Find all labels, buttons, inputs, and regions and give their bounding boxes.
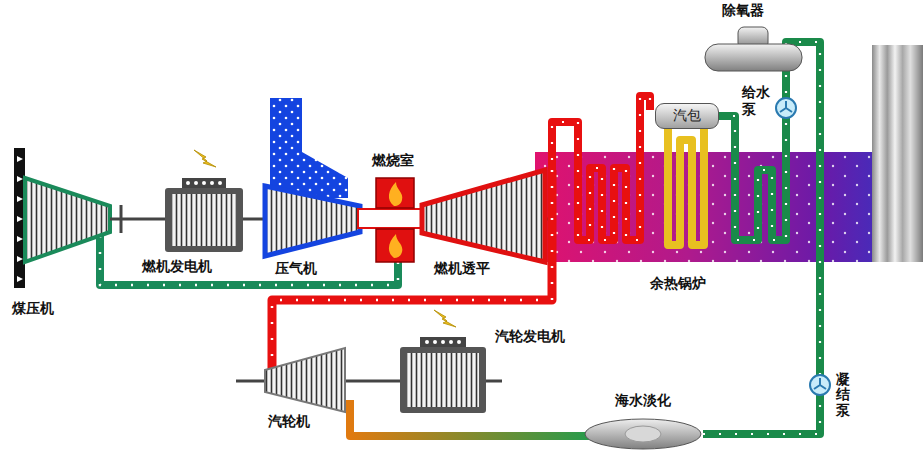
part-label: 燃烧室 <box>372 152 414 170</box>
condensate-pump <box>810 375 830 395</box>
hot-gas-duct <box>358 209 424 228</box>
part-label: 燃机发电机 <box>142 258 212 276</box>
pipe-dots <box>703 42 820 434</box>
pump-fan <box>780 101 792 112</box>
part-label: 煤压机 <box>12 300 54 318</box>
generator-bolts <box>425 340 461 344</box>
feed-pump <box>776 98 796 118</box>
compressor-base <box>14 148 25 288</box>
generator-body <box>165 188 243 252</box>
vessel-shell <box>585 419 701 449</box>
flame <box>389 182 402 206</box>
stack <box>872 45 923 262</box>
evaporator-coil <box>668 125 704 245</box>
generator-coil <box>407 353 479 407</box>
deaerator-tank <box>705 44 802 71</box>
steam-turbine <box>265 348 345 412</box>
water-pipe <box>703 42 820 434</box>
part-label: 余热锅炉 <box>650 275 706 293</box>
air-intake <box>270 98 348 198</box>
part-label: 汽轮机 <box>268 413 310 431</box>
hrsg-sparkle <box>535 152 872 262</box>
generator-top <box>182 178 226 188</box>
part-label: 汽轮发电机 <box>495 328 565 346</box>
part-label: 凝结泵 <box>836 372 850 418</box>
pipe-dots <box>552 96 650 240</box>
node-text: 汽包 <box>666 107 708 125</box>
gas-compressor <box>25 178 110 262</box>
hrsg-body <box>535 152 872 262</box>
base-markers <box>17 156 23 282</box>
generator-top <box>420 337 466 347</box>
lightning-symbol <box>434 310 456 327</box>
generator-coil <box>172 194 236 246</box>
desalination-vessel <box>583 417 703 451</box>
part-label: 压气机 <box>275 260 317 278</box>
gas-pipe <box>100 236 398 285</box>
air-compressor <box>265 186 360 256</box>
node-text: 海水淡化 <box>583 392 703 410</box>
shaft <box>110 218 548 221</box>
generator-bolts <box>186 181 222 185</box>
gas-turbine <box>422 170 545 262</box>
part-label: 除氧器 <box>722 2 764 20</box>
combustor <box>376 178 414 208</box>
part-label: 给水泵 <box>742 84 771 118</box>
deaerator-dome <box>738 27 768 49</box>
vessel-window <box>625 426 661 442</box>
lightning-symbol <box>194 150 216 167</box>
generator-body <box>400 347 486 413</box>
exhaust-pipe <box>350 400 590 436</box>
superheater-coil <box>552 96 650 240</box>
flame <box>389 234 402 258</box>
combustor <box>376 229 414 262</box>
shaft <box>236 380 502 383</box>
shaft-flange <box>120 205 123 233</box>
pipe-dots <box>100 236 398 285</box>
desalination-unit: 海水淡化 <box>583 392 703 452</box>
steam-drum: 汽包 <box>655 103 719 129</box>
part-label: 燃机透平 <box>434 260 490 278</box>
pump-fan <box>814 378 826 389</box>
